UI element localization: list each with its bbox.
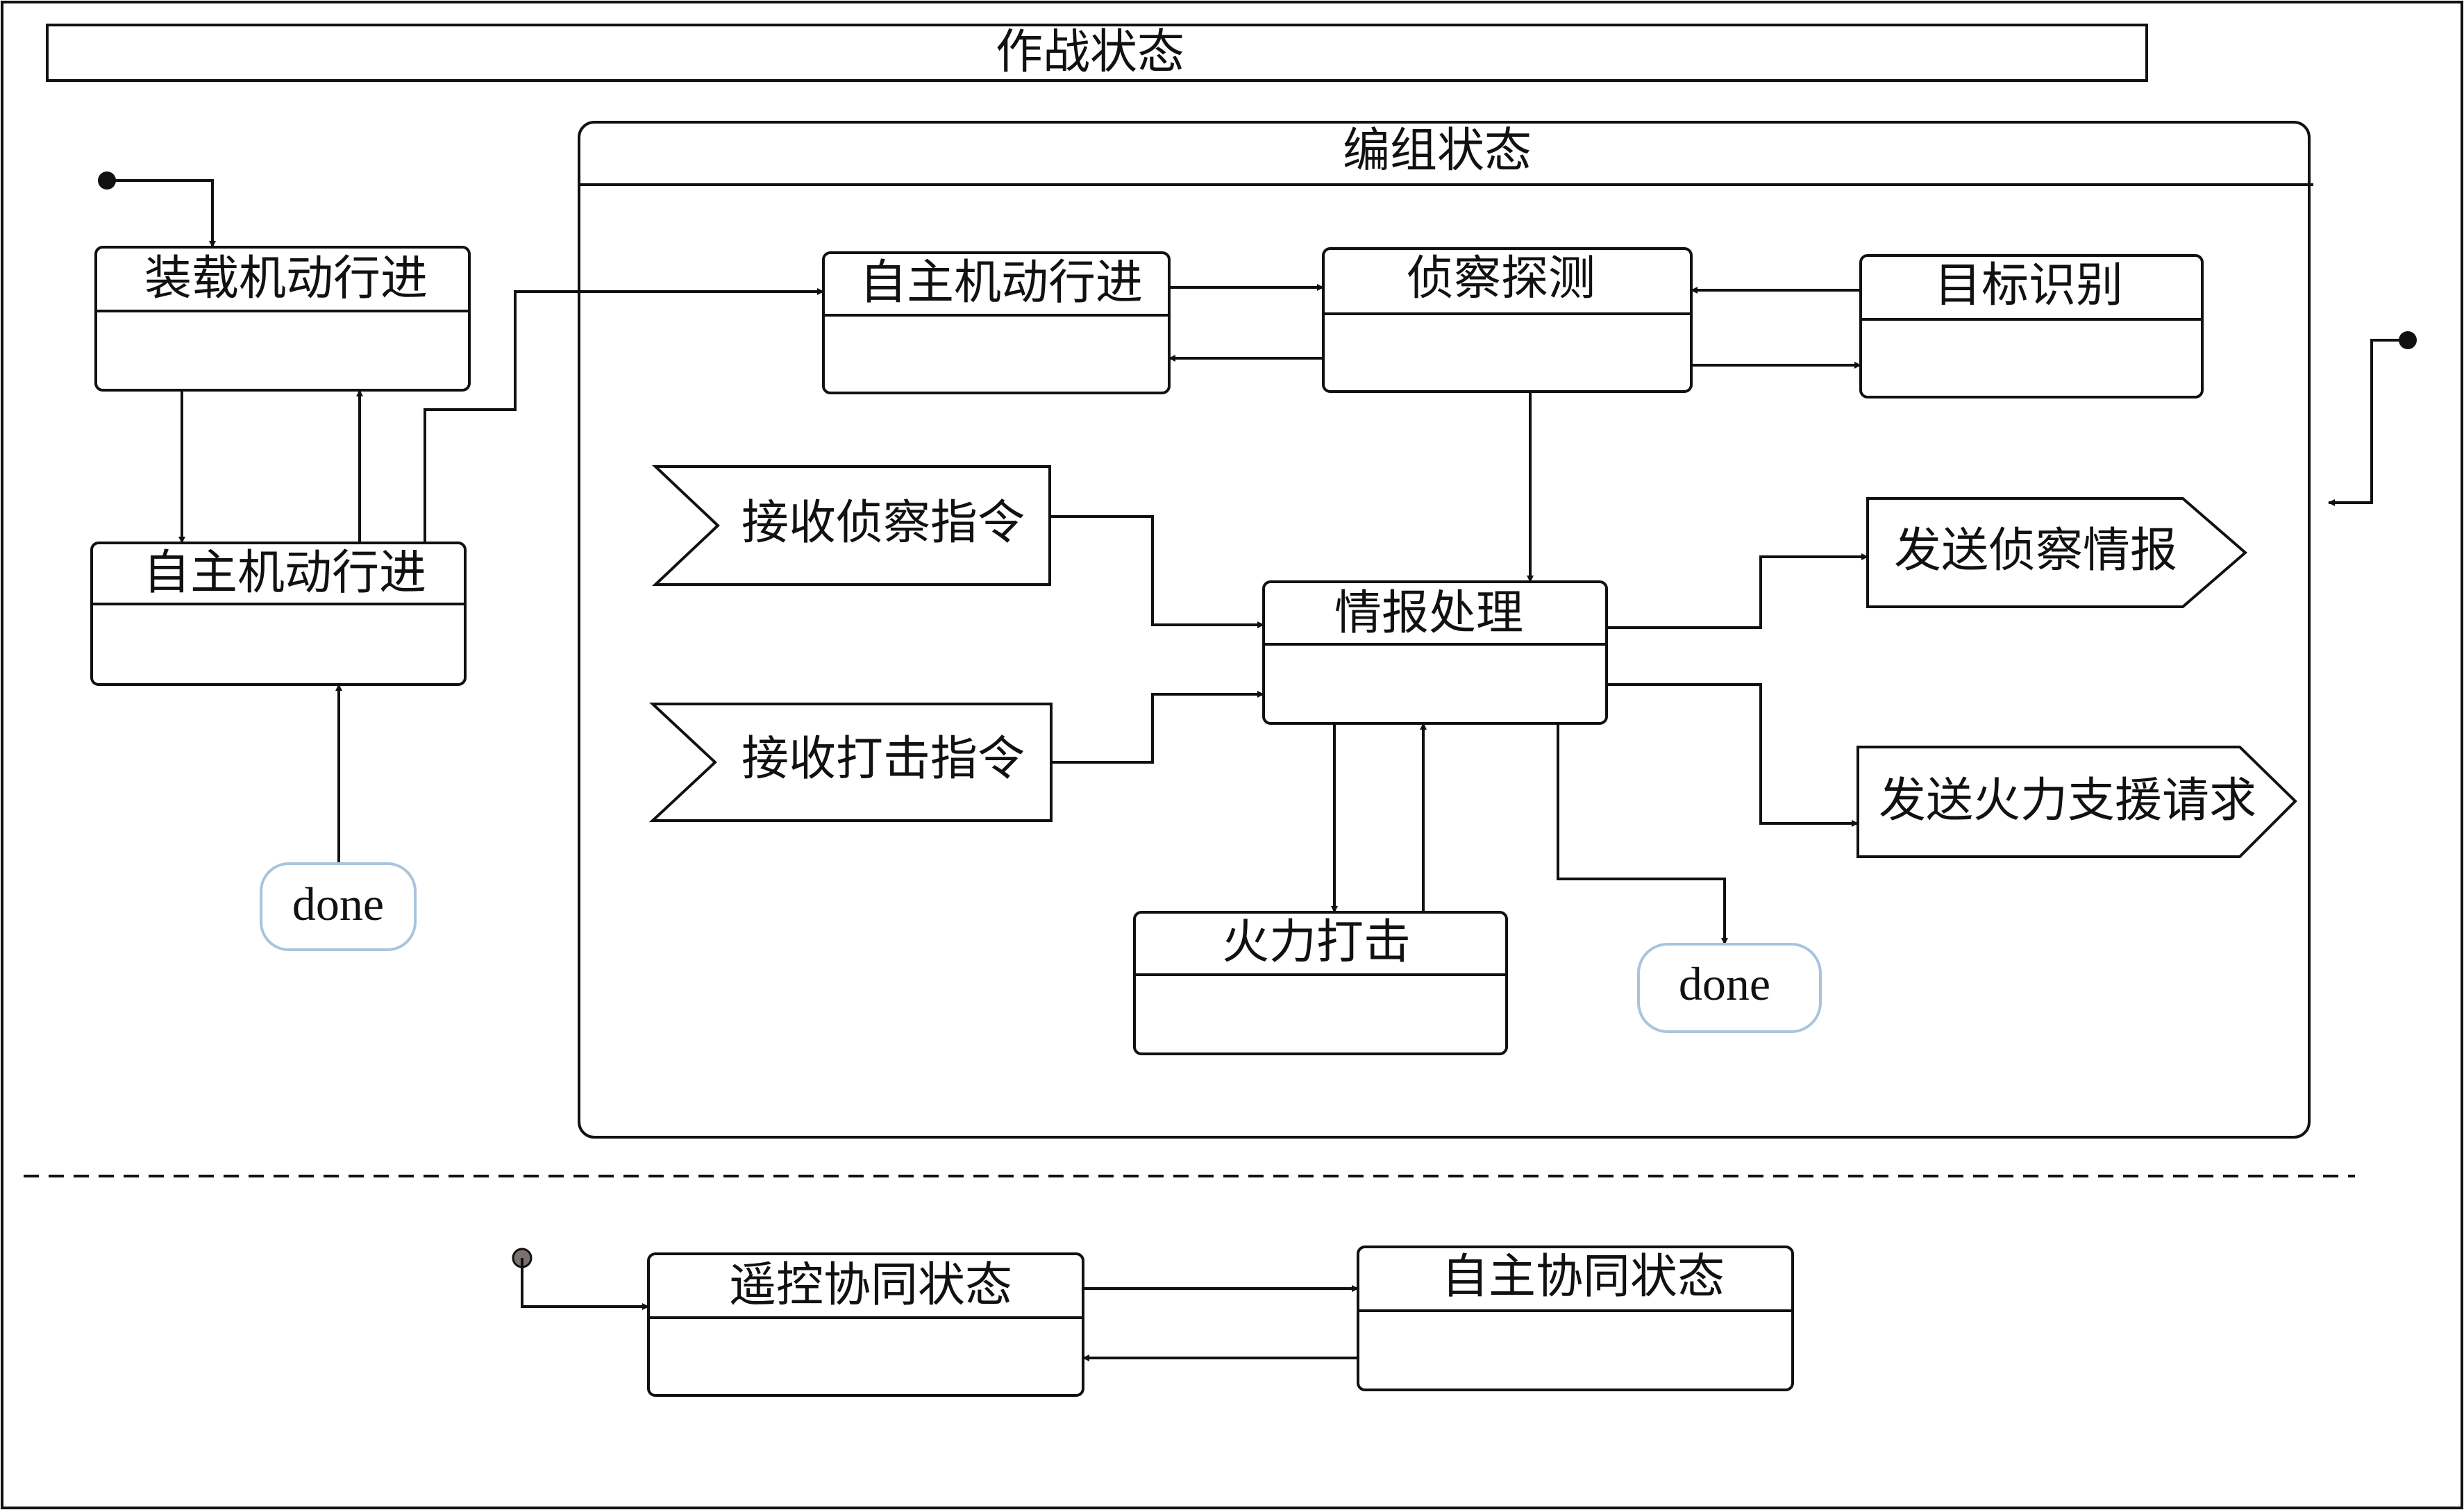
state-load-move: 装载机动行进 bbox=[94, 246, 471, 392]
diagram-title: 作战状态 bbox=[996, 25, 1184, 80]
transition-intel-to-send-fire bbox=[1607, 683, 1859, 827]
transition-auto-left-to-inner bbox=[424, 288, 824, 543]
composite-state-title: 编组状态 bbox=[1343, 124, 1532, 178]
state-intel-process: 情报处理 bbox=[1262, 580, 1608, 725]
final-done-left-label: done bbox=[292, 878, 384, 930]
signal-receive-recon: 接收侦察指令 bbox=[651, 465, 1051, 586]
title-bar: 作战状态 bbox=[46, 24, 2148, 82]
state-target-identify: 目标识别 bbox=[1859, 254, 2204, 399]
state-target-identify-label: 目标识别 bbox=[1934, 258, 2123, 313]
state-auto-move-inner: 自主机动行进 bbox=[822, 251, 1171, 394]
signal-send-fire-support-label: 发送火力支援请求 bbox=[1879, 773, 2256, 828]
transition-initial-to-load bbox=[107, 179, 216, 248]
state-auto-coop: 自主协同状态 bbox=[1357, 1245, 1794, 1391]
signal-send-fire-support: 发送火力支援请求 bbox=[1857, 746, 2297, 858]
signal-send-recon-label: 发送侦察情报 bbox=[1894, 523, 2177, 578]
state-fire-strike: 火力打击 bbox=[1133, 911, 1508, 1055]
state-auto-coop-label: 自主协同状态 bbox=[1441, 1250, 1725, 1305]
state-auto-move-inner-label: 自主机动行进 bbox=[860, 255, 1143, 310]
final-done-inner: done bbox=[1637, 943, 1822, 1033]
signal-receive-strike: 接收打击指令 bbox=[648, 703, 1053, 822]
transition-intel-to-done bbox=[1557, 723, 1728, 945]
state-load-move-label: 装载机动行进 bbox=[144, 251, 428, 306]
signal-send-recon: 发送侦察情报 bbox=[1866, 497, 2248, 608]
transition-recv-strike-to-intel bbox=[1051, 691, 1264, 764]
state-auto-move-left-label: 自主机动行进 bbox=[143, 546, 426, 601]
final-done-left: done bbox=[260, 862, 417, 951]
transition-initial-to-remote bbox=[521, 1258, 649, 1310]
state-remote-coop-label: 遥控协同状态 bbox=[729, 1258, 1012, 1313]
state-auto-move-left: 自主机动行进 bbox=[90, 542, 467, 686]
transition-intel-to-send-recon bbox=[1607, 553, 1868, 629]
signal-receive-recon-label: 接收侦察指令 bbox=[741, 496, 1025, 551]
state-recon-detect: 侦察探测 bbox=[1322, 247, 1693, 393]
transition-recv-recon-to-intel bbox=[1050, 515, 1264, 628]
signal-receive-strike-label: 接收打击指令 bbox=[741, 732, 1025, 787]
state-remote-coop: 遥控协同状态 bbox=[647, 1252, 1084, 1397]
final-done-inner-label: done bbox=[1679, 957, 1770, 1010]
state-recon-detect-label: 侦察探测 bbox=[1407, 251, 1595, 306]
state-intel-process-label: 情报处理 bbox=[1334, 586, 1523, 641]
transition-initial-right bbox=[2328, 339, 2408, 506]
state-fire-strike-label: 火力打击 bbox=[1222, 915, 1411, 970]
